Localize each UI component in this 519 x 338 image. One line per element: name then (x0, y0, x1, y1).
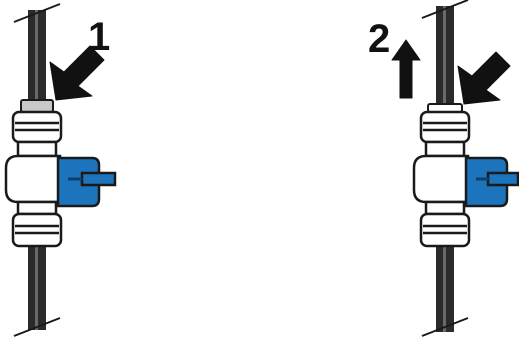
step-2-number: 2 (368, 17, 390, 61)
step-2-bottom-connector (419, 200, 471, 248)
step-1-valve-handle (56, 156, 117, 208)
step-1-push-arrow (49, 45, 105, 101)
step-1-top-connector (11, 110, 63, 158)
step-2-pull-up-arrow (391, 39, 421, 99)
step-2-push-arrow (457, 51, 511, 105)
step-1-bottom-connector (11, 200, 63, 248)
step-1-group: 1 (4, 3, 117, 337)
step-2-tee-body (412, 154, 470, 204)
step-2-valve-handle (464, 156, 519, 208)
step-1-number: 1 (88, 15, 110, 59)
step-2-group: 2 (368, 0, 519, 337)
step-1-tee-body (4, 154, 62, 204)
step-1-collet (20, 99, 54, 113)
step-2-top-connector (419, 110, 471, 158)
step-2-tube (421, 0, 469, 337)
